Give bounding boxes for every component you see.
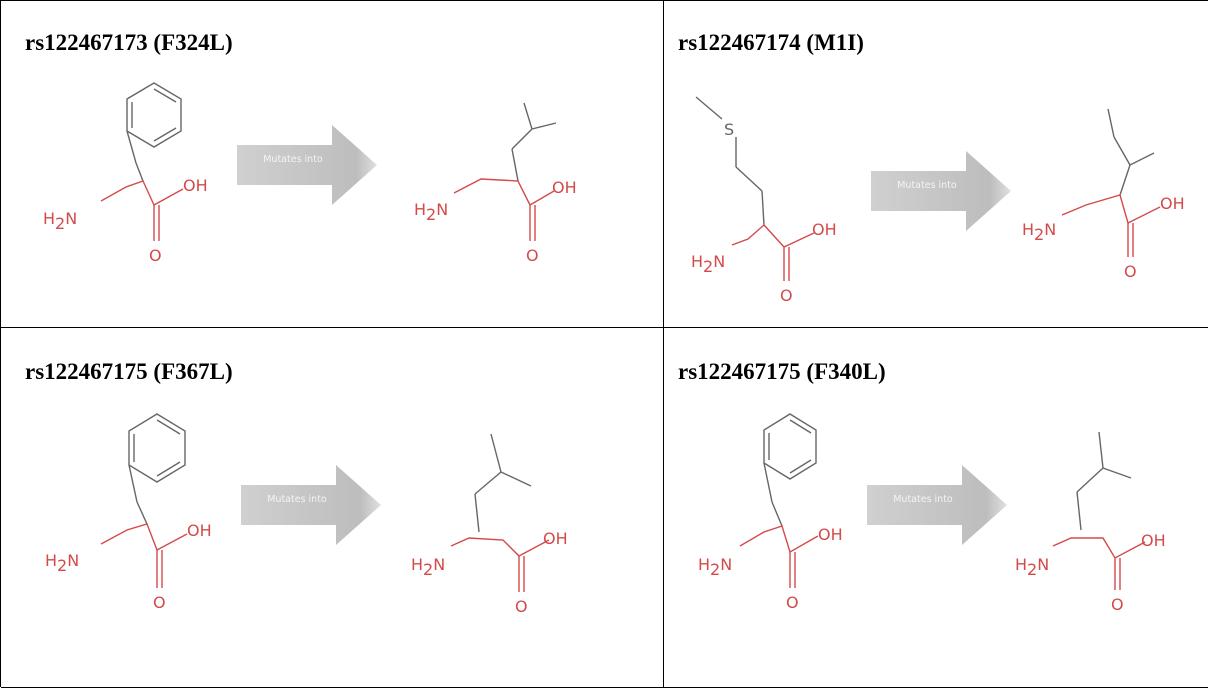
hydroxyl-label: OH — [543, 529, 568, 548]
oxygen-label: O — [1111, 595, 1124, 614]
amino-group: H2N — [43, 209, 77, 233]
backbone — [453, 178, 555, 206]
amino-group: H2N — [691, 252, 725, 276]
mutates-into-arrow: Mutates into — [237, 125, 377, 205]
oxygen-label: O — [786, 593, 799, 612]
ch2-bond — [126, 130, 137, 164]
phenylalanine-structure: H2N OH O — [45, 413, 212, 612]
benzene-ring — [126, 82, 182, 148]
hydroxyl-label: OH — [1141, 531, 1166, 550]
panel-title: rs122467175 (F367L) — [25, 359, 233, 384]
isoleucine-structure: H2N OH O — [1022, 108, 1185, 281]
amino-group: H2N — [414, 200, 448, 224]
mutates-into-arrow: Mutates into — [867, 465, 1007, 545]
hydroxyl-label: OH — [183, 176, 208, 195]
oxygen-label: O — [780, 286, 793, 305]
isobutyl-chain — [523, 102, 533, 130]
benzene-ring — [763, 413, 817, 480]
backbone — [1061, 194, 1161, 225]
leucine-structure: H2N OH O — [1015, 431, 1166, 614]
backbone — [100, 523, 188, 551]
hydroxyl-label: OH — [187, 521, 212, 540]
panel-m1i: rs122467174 (M1I) S H2N OH O Mutates int… — [664, 1, 1208, 328]
oxygen-label: O — [1124, 262, 1137, 281]
isobutyl-chain — [490, 433, 502, 473]
backbone — [100, 180, 184, 206]
methionine-structure: S H2N OH O — [691, 96, 837, 305]
oxygen-label: O — [153, 593, 166, 612]
methyl-thio — [695, 96, 723, 120]
arrow-label: Mutates into — [897, 180, 957, 191]
arrow-label: Mutates into — [893, 494, 953, 505]
sec-butyl-chain — [1107, 108, 1115, 138]
panel-title: rs122467174 (M1I) — [678, 30, 864, 55]
leucine-structure: H2N OH O — [414, 102, 577, 265]
oxygen-label: O — [526, 246, 539, 265]
hydroxyl-label: OH — [812, 220, 837, 239]
backbone — [450, 537, 550, 557]
ch2-bond — [763, 462, 773, 503]
hydroxyl-label: OH — [552, 178, 577, 197]
mutates-into-arrow: Mutates into — [871, 151, 1011, 231]
amino-group: H2N — [698, 555, 732, 579]
hydroxyl-label: OH — [1160, 194, 1185, 213]
mutates-into-arrow: Mutates into — [241, 465, 381, 545]
ch2-bond — [128, 464, 138, 503]
phenylalanine-structure: H2N OH O — [698, 413, 843, 612]
amino-group: H2N — [411, 555, 445, 579]
benzene-ring — [128, 413, 186, 483]
arrow-label: Mutates into — [267, 494, 327, 505]
backbone — [739, 525, 819, 554]
backbone — [1052, 537, 1146, 559]
panel-f340l: rs122467175 (F340L) H2N OH O Mutates int… — [664, 328, 1208, 688]
double-bond-lines — [153, 88, 177, 103]
amino-group: H2N — [1022, 220, 1056, 244]
oxygen-label: O — [149, 246, 162, 265]
amino-group: H2N — [45, 551, 79, 575]
backbone — [731, 224, 815, 248]
panel-f324l: rs122467173 (F324L) H2N OH O Mutates int… — [1, 1, 664, 328]
sulfur-label: S — [724, 120, 734, 139]
hydroxyl-label: OH — [818, 525, 843, 544]
phenylalanine-structure: H2N OH O — [43, 82, 208, 265]
amino-group: H2N — [1015, 555, 1049, 579]
isobutyl-chain — [1098, 431, 1104, 469]
panel-title: rs122467173 (F324L) — [25, 30, 233, 55]
arrow-label: Mutates into — [263, 154, 323, 165]
panel-f367l: rs122467175 (F367L) H2N OH O Mutates int… — [1, 328, 664, 688]
leucine-structure: H2N OH O — [411, 433, 568, 616]
panel-title: rs122467175 (F340L) — [678, 359, 886, 384]
oxygen-label: O — [515, 597, 528, 616]
